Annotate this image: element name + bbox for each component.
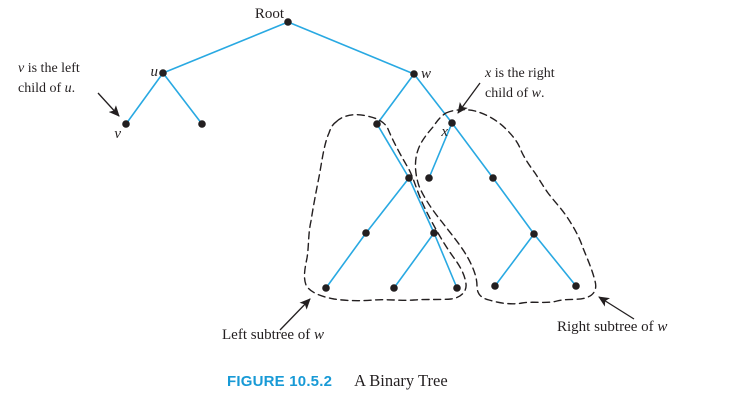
edge-w-x — [413, 73, 453, 124]
x-note-arrow — [457, 82, 481, 114]
node-u-right — [198, 120, 206, 128]
left-subtree-outline — [303, 113, 467, 302]
var-w: w — [314, 327, 325, 343]
tree-node — [430, 229, 438, 237]
edge-e-f — [492, 177, 535, 235]
tree-node — [425, 174, 433, 182]
annotation-line: child of w. — [485, 86, 545, 102]
annotation-line: child of u. — [18, 81, 76, 97]
node-x — [448, 119, 456, 127]
annotation-line: v is the left — [18, 61, 80, 76]
tree-node — [453, 284, 461, 292]
tree-node — [322, 284, 330, 292]
edge-x-d — [428, 122, 453, 179]
node-v — [122, 120, 130, 128]
tree-node — [572, 282, 580, 290]
edge-f-left-leaf — [494, 233, 535, 287]
edge-f-right-leaf — [533, 233, 577, 287]
edge-x-e — [451, 122, 494, 179]
tree-node — [491, 282, 499, 290]
annotation-line: x is the right — [485, 66, 555, 81]
tree-node — [489, 174, 497, 182]
edge-wleft-a — [376, 123, 410, 179]
tree-node — [530, 230, 538, 238]
edge-c-right-leaf — [433, 232, 458, 289]
x-child-annotation: x is the right child of w. — [485, 64, 555, 104]
right-subtree-arrow — [598, 296, 635, 320]
edge-u-right — [162, 72, 203, 125]
var-v: v — [18, 61, 25, 76]
node-label-x: x — [440, 124, 448, 140]
figure-title: A Binary Tree — [354, 371, 448, 390]
figure-number: FIGURE 10.5.2 — [227, 373, 333, 390]
tree-node — [405, 174, 413, 182]
edge-root-w — [287, 21, 415, 75]
figure-caption: FIGURE 10.5.2 A Binary Tree — [227, 371, 448, 391]
edge-root-u — [162, 21, 289, 74]
edge-a-c — [408, 177, 435, 234]
node-labels: Root u w v x — [114, 6, 448, 142]
tree-nodes — [122, 18, 580, 292]
node-u — [159, 69, 167, 77]
var-w: w — [657, 319, 668, 335]
edge-b-leaf — [325, 232, 367, 289]
subtree-outlines — [303, 108, 597, 305]
edge-u-v — [125, 72, 164, 125]
node-w — [410, 70, 418, 78]
edge-w-left — [376, 73, 415, 125]
v-note-arrow — [97, 92, 120, 117]
var-u: u — [64, 81, 72, 97]
node-w-left — [373, 120, 381, 128]
tree-node — [390, 284, 398, 292]
left-subtree-arrow — [279, 298, 311, 331]
right-subtree-label: Right subtree of w — [557, 319, 668, 335]
node-label-w: w — [421, 66, 431, 82]
edge-a-b — [365, 177, 410, 234]
tree-edges — [125, 21, 577, 289]
node-label-u: u — [151, 64, 159, 80]
node-label-v: v — [114, 126, 121, 142]
node-root — [284, 18, 292, 26]
v-child-annotation: v is the left child of u. — [18, 59, 80, 99]
var-x: x — [485, 66, 492, 81]
tree-node — [362, 229, 370, 237]
edge-c-left-leaf — [393, 232, 435, 289]
var-w: w — [531, 86, 541, 102]
root-label: Root — [255, 6, 285, 22]
annotation-arrows — [97, 82, 635, 331]
left-subtree-label: Left subtree of w — [222, 327, 325, 343]
